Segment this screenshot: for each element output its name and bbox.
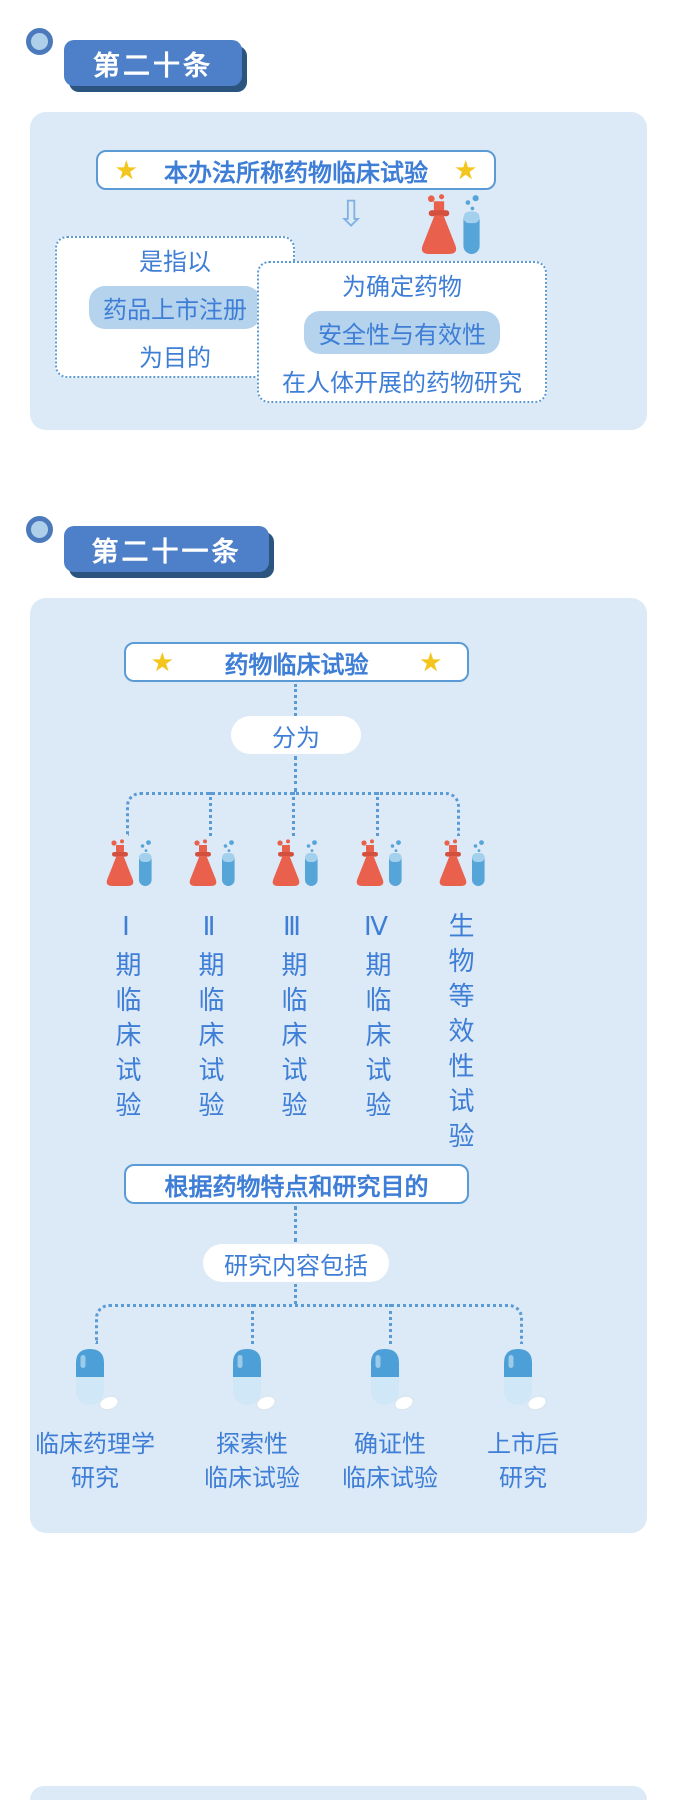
article-21-title-pill: ★ 药物临床试验 ★ xyxy=(124,642,469,682)
star-icon: ★ xyxy=(116,156,137,183)
article-21-title: 药物临床试验 xyxy=(224,651,369,679)
phase-label-2: Ⅱ期临床试验 xyxy=(195,912,225,1126)
dotted-connector xyxy=(376,792,379,836)
article-20-title-pill: ★ 本办法所称药物临床试验 ★ xyxy=(96,150,496,190)
flask-icon xyxy=(106,839,152,886)
dotted-connector xyxy=(294,1206,297,1242)
highlight-pill: 药品上市注册 xyxy=(89,285,261,329)
research-label-line: 确证性 xyxy=(354,1431,426,1458)
research-label-line: 临床药理学 xyxy=(35,1431,155,1458)
research-label-line: 探索性 xyxy=(216,1431,288,1458)
dotted-connector xyxy=(292,792,295,836)
definition-line: 为确定药物 xyxy=(342,273,462,301)
tree-bracket xyxy=(95,1304,523,1344)
star-icon: ★ xyxy=(455,156,476,183)
dotted-connector xyxy=(389,1304,392,1344)
star-icon: ★ xyxy=(152,648,173,675)
research-label-line: 上市后 xyxy=(487,1431,559,1458)
flask-icon xyxy=(272,839,318,886)
star-icon: ★ xyxy=(420,648,441,675)
research-label-3: 确证性 临床试验 xyxy=(305,1428,475,1496)
article-20-badge: 第二十条 xyxy=(64,40,242,86)
definition-line: 是指以 xyxy=(139,248,211,276)
research-label-2: 探索性 临床试验 xyxy=(167,1428,337,1496)
article-20-title: 本办法所称药物临床试验 xyxy=(164,159,428,187)
capsule-icon xyxy=(503,1348,549,1412)
definition-right-box: 为确定药物 安全性与有效性 在人体开展的药物研究 xyxy=(257,261,547,403)
next-panel-top-edge xyxy=(30,1786,647,1800)
section-bullet-dot xyxy=(26,28,53,55)
definition-line: 为目的 xyxy=(139,344,211,372)
section-bullet-dot xyxy=(26,516,53,543)
research-label-line: 研究 xyxy=(499,1465,547,1492)
flask-icon xyxy=(439,839,485,886)
research-label-line: 临床试验 xyxy=(342,1465,438,1492)
research-label-4: 上市后 研究 xyxy=(438,1428,608,1496)
capsule-icon xyxy=(75,1348,121,1412)
down-arrow-icon: ⇩ xyxy=(336,193,367,234)
divide-pill: 分为 xyxy=(231,716,361,754)
dotted-connector xyxy=(251,1304,254,1344)
dotted-connector xyxy=(209,792,212,836)
research-label-line: 临床试验 xyxy=(204,1465,300,1492)
research-label-line: 研究 xyxy=(71,1465,119,1492)
definition-line: 在人体开展的药物研究 xyxy=(282,369,522,397)
highlight-pill: 安全性与有效性 xyxy=(304,310,500,354)
phase-label-1: Ⅰ期临床试验 xyxy=(112,912,142,1126)
definition-left-box: 是指以 药品上市注册 为目的 xyxy=(55,236,295,378)
research-label-1: 临床药理学 研究 xyxy=(10,1428,180,1496)
phase-label-3: Ⅲ期临床试验 xyxy=(278,912,308,1126)
content-pill: 研究内容包括 xyxy=(203,1244,389,1282)
flask-icon xyxy=(189,839,235,886)
flask-icon xyxy=(421,194,480,254)
capsule-icon xyxy=(370,1348,416,1412)
basis-pill: 根据药物特点和研究目的 xyxy=(124,1164,469,1204)
phase-label-5: 生物等效性试验 xyxy=(445,912,475,1157)
dotted-connector xyxy=(294,756,297,792)
phase-label-4: Ⅳ期临床试验 xyxy=(362,912,392,1126)
dotted-connector xyxy=(294,1284,297,1304)
dotted-connector xyxy=(294,684,297,716)
article-21-badge: 第二十一条 xyxy=(64,526,269,572)
capsule-icon xyxy=(232,1348,278,1412)
flask-icon xyxy=(356,839,402,886)
